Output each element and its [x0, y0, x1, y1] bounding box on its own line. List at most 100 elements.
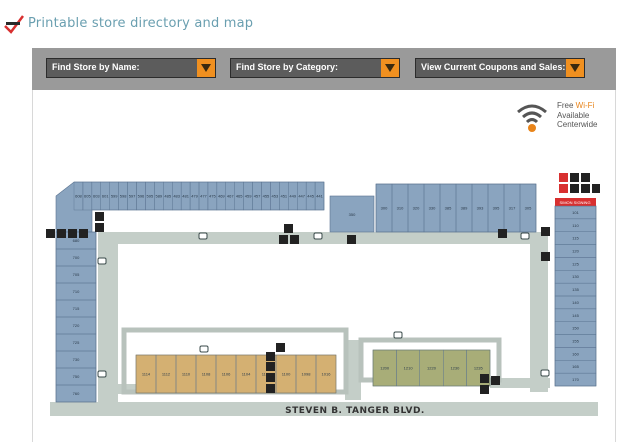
wifi-notice: Free Wi-Fi Available Centerwide: [557, 101, 597, 130]
unit-label: 710: [73, 289, 80, 294]
info-icon[interactable]: [541, 252, 550, 261]
unit-label: 598: [120, 194, 127, 199]
wifi-free-text: Free: [557, 101, 576, 110]
elevator-icon[interactable]: [480, 374, 489, 383]
unit-labels: 1011101151201251301351401451501551601651…: [554, 205, 597, 387]
unit-label: 455: [263, 194, 270, 199]
phone-icon[interactable]: [68, 229, 77, 238]
search-toolbar: Find Store by Name: Find Store by Catego…: [32, 48, 616, 90]
exit-icon[interactable]: [541, 227, 550, 236]
unit-label: 125: [572, 261, 579, 266]
dropdown-arrow-icon[interactable]: [197, 59, 215, 77]
help-icon[interactable]: [559, 184, 568, 193]
unit-label: 1235: [474, 366, 484, 371]
unit-label: 150: [572, 326, 579, 331]
right-walkway: [530, 232, 548, 392]
kiosk-icon[interactable]: [393, 331, 403, 339]
coupon-icon[interactable]: [95, 223, 104, 232]
coupon-icon[interactable]: [570, 173, 579, 182]
phone-icon[interactable]: [570, 184, 579, 193]
unit-label: 1106: [222, 372, 231, 377]
unit-label: 475: [209, 194, 216, 199]
unit-label: 449: [289, 194, 296, 199]
store-unit[interactable]: [519, 183, 537, 233]
store-block-south-tan: 1114111211101108110611041102110010981016: [135, 354, 337, 394]
wifi-available-text: Available: [557, 110, 590, 120]
upper-walkway: [98, 232, 548, 244]
unit-label: 1104: [242, 372, 251, 377]
coupon-icon[interactable]: [46, 229, 55, 238]
unit-label: 145: [572, 313, 579, 318]
unit-label: 350: [349, 212, 356, 217]
elevator-icon[interactable]: [95, 212, 104, 221]
store-unit[interactable]: [315, 354, 337, 394]
info-icon[interactable]: [347, 235, 356, 244]
dropdown-label: Find Store by Name:: [52, 62, 140, 72]
page-title: Printable store directory and map: [28, 16, 254, 31]
unit-label: 1210: [404, 366, 414, 371]
unit-label: 1098: [302, 372, 312, 377]
unit-label: 130: [572, 274, 579, 279]
restroom-icon[interactable]: [480, 385, 489, 394]
coupons-sales-dropdown[interactable]: View Current Coupons and Sales:: [415, 58, 585, 78]
unit-label: 705: [73, 272, 80, 277]
kiosk-icon[interactable]: [540, 369, 550, 377]
unit-label: 589: [155, 194, 162, 199]
unit-label: 481: [182, 194, 189, 199]
find-store-by-category-dropdown[interactable]: Find Store by Category:: [230, 58, 400, 78]
kiosk-icon[interactable]: [97, 370, 107, 378]
store-block-right-column: SIMON SIGNING 10111011512012513013514014…: [554, 198, 597, 387]
lower-right-walkway: [490, 378, 550, 388]
kiosk-icon[interactable]: [199, 345, 209, 353]
unit-label: 595: [147, 194, 154, 199]
kiosk-markers: [97, 232, 550, 378]
info-icon[interactable]: [290, 235, 299, 244]
elevator-icon[interactable]: [581, 184, 590, 193]
kiosk-icon[interactable]: [198, 232, 208, 240]
store-unit[interactable]: [55, 384, 97, 403]
unit-label: 457: [254, 194, 261, 199]
unit-label: 680: [73, 238, 80, 243]
restroom-icon[interactable]: [266, 384, 275, 393]
elevator-icon[interactable]: [276, 343, 285, 352]
unit-label: 1220: [427, 366, 437, 371]
coupon-icon[interactable]: [592, 184, 600, 193]
unit-label: 135: [572, 287, 579, 292]
store-unit[interactable]: [466, 349, 491, 387]
coupon-icon[interactable]: [498, 229, 507, 238]
left-walkway: [98, 232, 118, 402]
kiosk-icon[interactable]: [520, 232, 530, 240]
restroom-icon[interactable]: [284, 224, 293, 233]
restroom-icon[interactable]: [57, 229, 66, 238]
phone-icon[interactable]: [279, 235, 288, 244]
unit-label: 477: [200, 194, 207, 199]
first-aid-icon[interactable]: [559, 173, 568, 182]
coupon-icon[interactable]: [266, 373, 275, 382]
unit-label: 479: [191, 194, 198, 199]
kiosk-icon[interactable]: [97, 257, 107, 265]
unit-label: 453: [272, 194, 279, 199]
unit-label: 110: [572, 223, 579, 228]
find-store-by-name-dropdown[interactable]: Find Store by Name:: [46, 58, 216, 78]
kiosk-icon[interactable]: [313, 232, 323, 240]
store-unit[interactable]: [314, 181, 325, 211]
dropdown-arrow-icon[interactable]: [566, 59, 584, 77]
phone-icon[interactable]: [491, 376, 500, 385]
restroom-icon[interactable]: [79, 229, 88, 238]
unit-label: 750: [73, 374, 80, 379]
phone-icon[interactable]: [266, 362, 275, 371]
unit-label: 140: [572, 300, 579, 305]
lower-left-walkway: [118, 384, 146, 394]
dropdown-arrow-icon[interactable]: [381, 59, 399, 77]
unit-label: 101: [572, 210, 579, 215]
restroom-icon[interactable]: [266, 352, 275, 361]
restroom-icon[interactable]: [581, 173, 590, 182]
unit-label: 465: [236, 194, 243, 199]
amenity-icons: [46, 173, 600, 394]
page-header: Printable store directory and map: [0, 0, 640, 38]
store-unit[interactable]: [554, 372, 597, 387]
